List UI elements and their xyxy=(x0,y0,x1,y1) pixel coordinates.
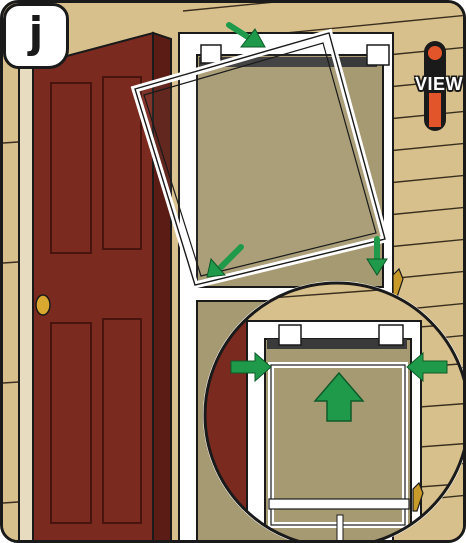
view-badge: VIEW xyxy=(415,73,463,95)
door-knob xyxy=(36,295,50,315)
view-label: VIEW xyxy=(415,74,463,95)
storm-door-illustration xyxy=(3,3,466,543)
step-label: j xyxy=(29,12,43,54)
step-badge: j xyxy=(3,3,69,69)
top-clip xyxy=(367,45,389,65)
